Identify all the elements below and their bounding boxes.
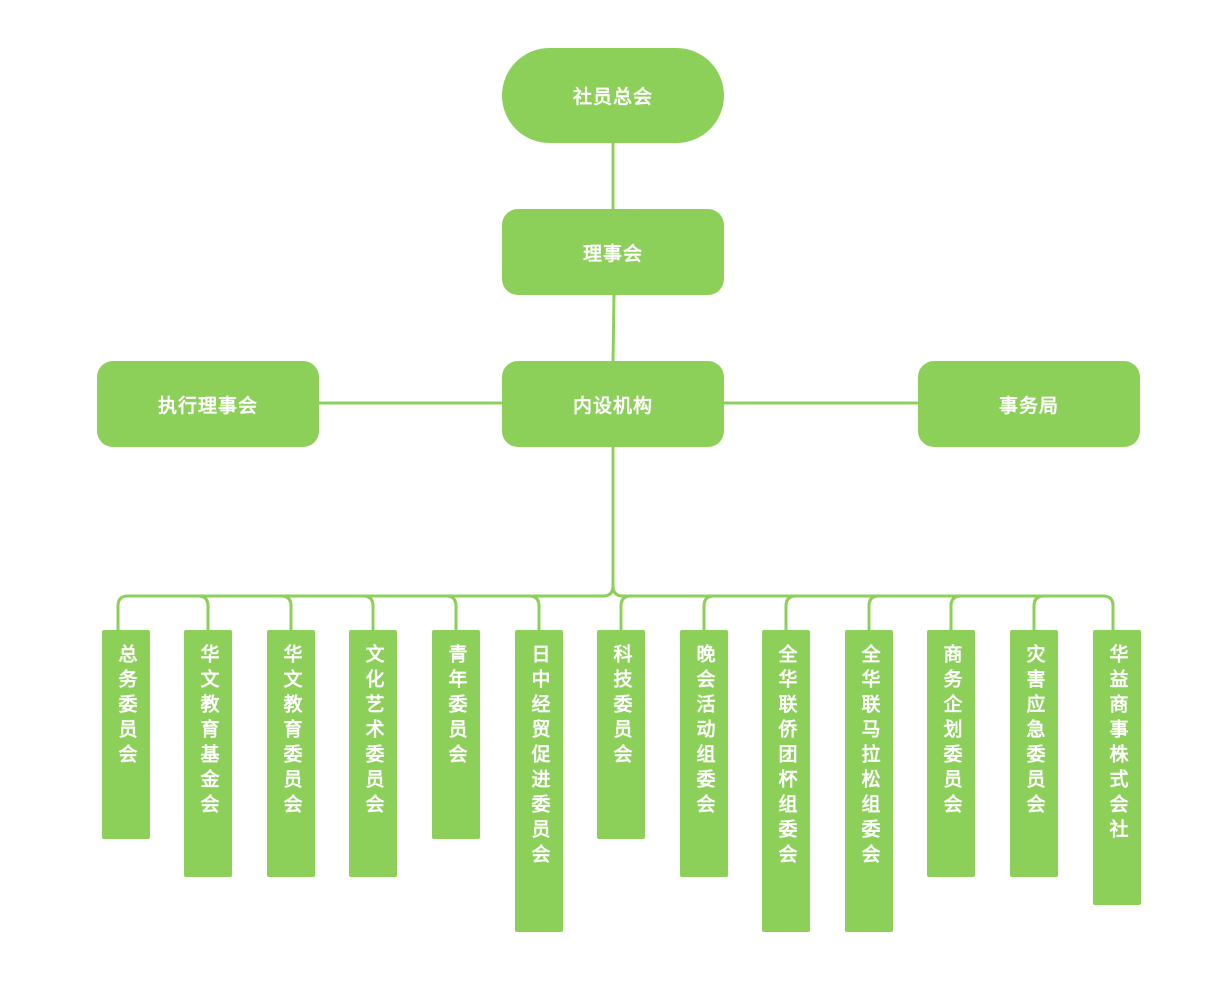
committee-label: 全华联马拉松组委会 <box>858 644 881 869</box>
committee-chinese-education-fund: 华文教育基金会 <box>184 630 232 877</box>
committee-label: 灾害应急委员会 <box>1023 644 1046 819</box>
committee-label: 华文教育委员会 <box>280 644 303 819</box>
board-label: 理事会 <box>582 242 643 265</box>
committee-label: 华益商事株式会社 <box>1106 644 1129 844</box>
connector-board-internal <box>611 293 616 363</box>
committee-chinese-education: 华文教育委员会 <box>267 630 315 877</box>
connector-drop-10 <box>949 594 962 630</box>
internal-organization-label: 内设机构 <box>572 394 653 417</box>
general-assembly-label: 社员总会 <box>572 86 653 108</box>
connector-drop-5 <box>528 594 541 630</box>
committee-gala-events: 晚会活动组委会 <box>680 630 728 877</box>
secretariat-label: 事务局 <box>998 394 1059 417</box>
connector-drop-8 <box>784 594 797 630</box>
committee-cup-organizing: 全华联侨团杯组委会 <box>762 630 810 932</box>
connector-drop-2 <box>280 594 293 630</box>
connector-right-bus <box>611 585 1115 630</box>
committee-culture-arts: 文化艺术委员会 <box>349 630 397 877</box>
committee-label: 日中经贸促进委员会 <box>528 644 551 869</box>
connector-drop-7 <box>702 594 715 630</box>
connector-drop-4 <box>445 594 458 630</box>
committee-label: 晚会活动组委会 <box>693 644 716 819</box>
connector-drop-11 <box>1032 594 1045 630</box>
connector-drop-3 <box>362 594 375 630</box>
committee-marathon-organizing: 全华联马拉松组委会 <box>845 630 893 932</box>
committee-technology: 科技委员会 <box>597 630 645 839</box>
committee-label: 文化艺术委员会 <box>362 644 385 819</box>
committee-label: 总务委员会 <box>115 644 138 769</box>
committee-japan-china-trade: 日中经贸促进委员会 <box>515 630 563 932</box>
committee-label: 全华联侨团杯组委会 <box>775 644 798 869</box>
committee-general-affairs: 总务委员会 <box>102 630 150 839</box>
committee-label: 华文教育基金会 <box>197 644 220 819</box>
secretariat-node: 事务局 <box>918 361 1140 447</box>
executive-board-node: 执行理事会 <box>97 361 319 447</box>
committee-label: 商务企划委员会 <box>940 644 963 819</box>
committee-huayi-trading-company: 华益商事株式会社 <box>1093 630 1141 905</box>
committee-business-planning: 商务企划委员会 <box>927 630 975 877</box>
committee-youth: 青年委员会 <box>432 630 480 839</box>
internal-organization-node: 内设机构 <box>502 361 724 447</box>
board-node: 理事会 <box>502 209 724 295</box>
general-assembly-node: 社员总会 <box>502 48 724 143</box>
committee-label: 青年委员会 <box>445 644 468 769</box>
connector-drop-9 <box>867 594 880 630</box>
connector-drop-6 <box>619 594 632 630</box>
connector-drop-1 <box>197 594 210 630</box>
executive-board-label: 执行理事会 <box>157 394 258 417</box>
committee-label: 科技委员会 <box>610 644 633 769</box>
committee-disaster-emergency: 灾害应急委员会 <box>1010 630 1058 877</box>
